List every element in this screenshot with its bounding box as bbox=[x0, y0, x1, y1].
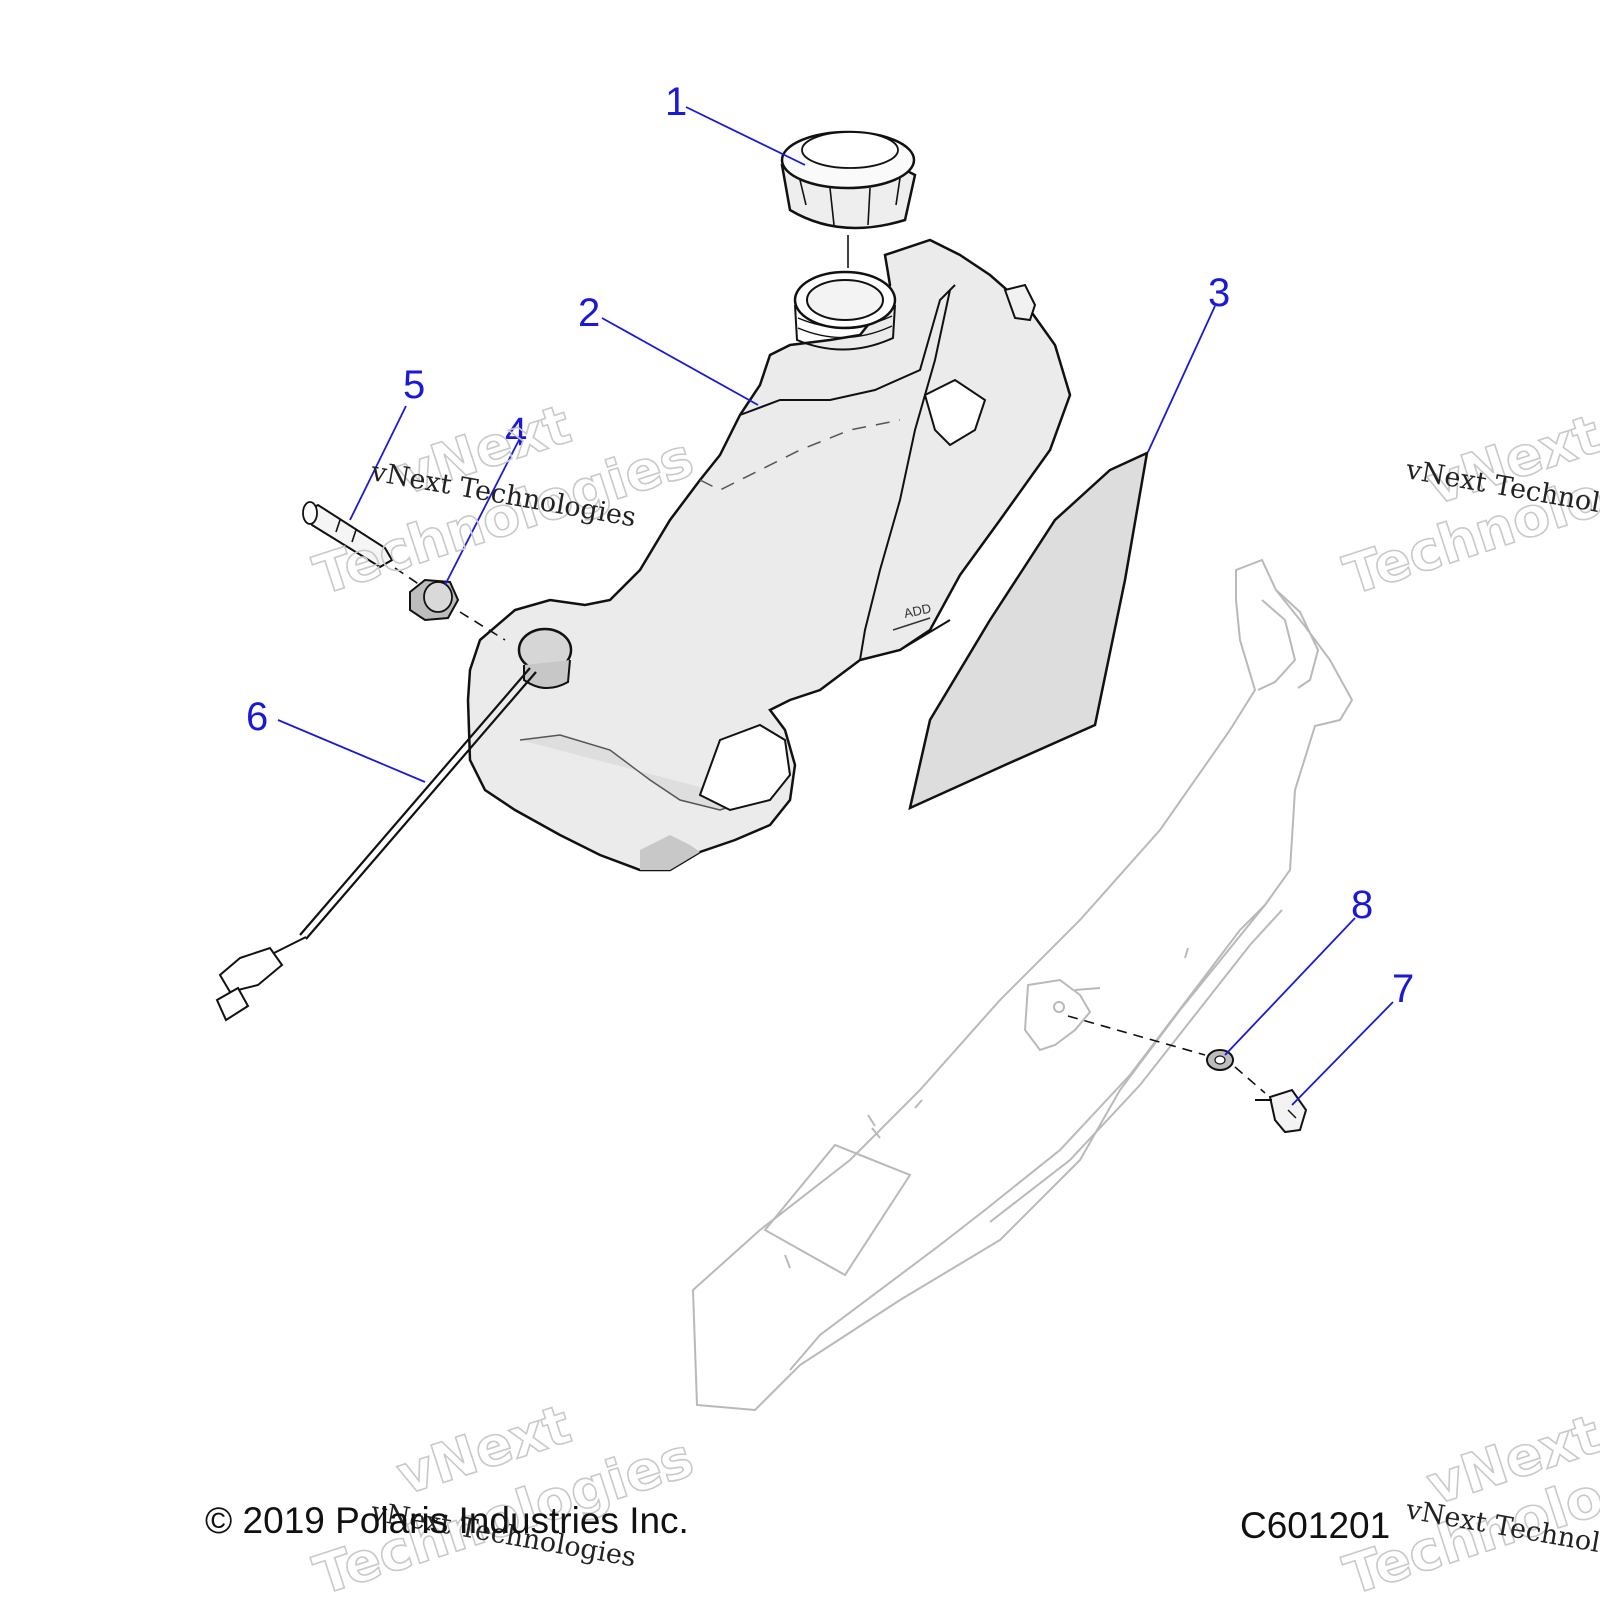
washer bbox=[1206, 1049, 1234, 1071]
watermark-group-2: vNext Technologies vNext Technologies bbox=[1336, 402, 1600, 608]
callout-1: 1 bbox=[665, 80, 687, 124]
watermark-group-3: vNext Technologies vNext Technologies bbox=[306, 1392, 702, 1600]
tank-add-marking: ADD bbox=[903, 601, 933, 621]
side-panel bbox=[691, 558, 1354, 1412]
diagram-code: C601201 bbox=[1240, 1505, 1391, 1546]
callout-6: 6 bbox=[246, 695, 268, 739]
heat-shield-pad bbox=[908, 450, 1149, 811]
callout-8: 8 bbox=[1351, 883, 1373, 927]
grommet bbox=[409, 578, 506, 641]
copyright-text: © 2019 Polaris Industries Inc. bbox=[205, 1500, 689, 1541]
fuel-cap bbox=[780, 130, 917, 268]
assembly-dash-line bbox=[1067, 1015, 1266, 1094]
fuel-tank: ADD bbox=[466, 238, 1072, 872]
fuel-sender bbox=[215, 627, 573, 1022]
callout-4: 4 bbox=[505, 410, 527, 454]
vent-fitting bbox=[302, 501, 421, 586]
watermark-group-4: vNext Technologies vNext Technologies bbox=[1336, 1402, 1600, 1600]
callouts: 1 2 3 4 5 6 7 8 bbox=[246, 80, 1414, 1011]
callout-3: 3 bbox=[1208, 271, 1230, 315]
leader-lines bbox=[277, 106, 1394, 1106]
screw bbox=[1255, 1088, 1308, 1134]
callout-7: 7 bbox=[1392, 967, 1414, 1011]
callout-5: 5 bbox=[403, 363, 425, 407]
callout-2: 2 bbox=[578, 291, 600, 335]
